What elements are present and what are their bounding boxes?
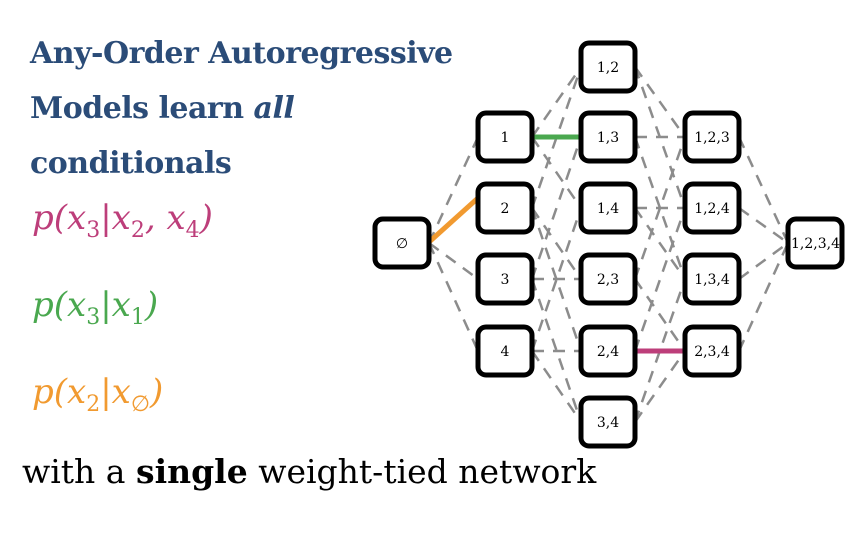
node-label: 3 bbox=[501, 272, 510, 288]
subset-node: 1 bbox=[475, 110, 535, 164]
node-label: ∅ bbox=[396, 236, 408, 252]
dashed-edge bbox=[633, 278, 687, 423]
node-label: 1,2,4 bbox=[694, 201, 730, 217]
subset-node: 1,3,4 bbox=[682, 252, 742, 306]
subset-node: 3,4 bbox=[578, 395, 638, 449]
node-box bbox=[578, 181, 638, 235]
node-box bbox=[475, 110, 535, 164]
node-label: 1,2,3,4 bbox=[791, 236, 840, 252]
node-label: 4 bbox=[501, 344, 510, 360]
dashed-edge bbox=[530, 66, 583, 138]
dashed-edge bbox=[633, 207, 687, 352]
title-line-1: Any-Order Autoregressive bbox=[30, 36, 453, 71]
title: Any-Order Autoregressive Models learn al… bbox=[30, 26, 453, 191]
dashed-edge bbox=[633, 136, 687, 280]
node-box bbox=[682, 181, 742, 235]
dashed-edge bbox=[633, 350, 687, 423]
node-label: 2 bbox=[501, 201, 510, 217]
subset-node: 2 bbox=[475, 181, 535, 235]
node-box bbox=[475, 181, 535, 235]
node-box bbox=[475, 324, 535, 378]
dashed-edge bbox=[633, 136, 687, 280]
node-box bbox=[682, 324, 742, 378]
dashed-edge bbox=[428, 241, 479, 281]
node-box bbox=[372, 216, 432, 270]
node-label: 2,3 bbox=[597, 272, 619, 288]
subset-node: 1,2,3,4 bbox=[785, 216, 845, 270]
formula-green: p(x3|x1) bbox=[32, 285, 159, 330]
dashed-edge bbox=[530, 207, 583, 352]
title-line-3: conditionals bbox=[30, 146, 232, 181]
dashed-edge bbox=[633, 66, 687, 138]
formula-orange: p(x2|x∅) bbox=[32, 372, 164, 417]
dashed-edge bbox=[530, 278, 583, 423]
node-box bbox=[475, 252, 535, 306]
dashed-edge bbox=[737, 136, 790, 244]
footer-caption: with a single weight-tied network bbox=[22, 452, 597, 491]
node-label: 2,4 bbox=[597, 344, 619, 360]
subset-node: 1,2,4 bbox=[682, 181, 742, 235]
node-box bbox=[785, 216, 845, 270]
subset-node: 1,4 bbox=[578, 181, 638, 235]
dashed-edge bbox=[530, 136, 583, 209]
node-box bbox=[578, 395, 638, 449]
node-label: 1,2 bbox=[597, 60, 619, 76]
dashed-edge bbox=[530, 136, 583, 280]
node-box bbox=[578, 324, 638, 378]
node-label: 2,3,4 bbox=[694, 344, 730, 360]
node-label: 1,3,4 bbox=[694, 272, 730, 288]
dashed-edge bbox=[530, 207, 583, 352]
node-label: 1 bbox=[501, 130, 510, 146]
node-box bbox=[578, 110, 638, 164]
node-box bbox=[682, 110, 742, 164]
highlighted-edge bbox=[426, 196, 480, 245]
subset-node: ∅ bbox=[372, 216, 432, 270]
subset-node: 2,4 bbox=[578, 324, 638, 378]
dashed-edge bbox=[738, 241, 789, 281]
dashed-edge bbox=[530, 350, 583, 423]
subset-node: 3 bbox=[475, 252, 535, 306]
subset-node: 2,3 bbox=[578, 252, 638, 306]
node-label: 1,4 bbox=[597, 201, 619, 217]
footer-bold: single bbox=[135, 452, 248, 491]
node-box bbox=[682, 252, 742, 306]
dashed-edge bbox=[738, 206, 789, 245]
node-label: 1,2,3 bbox=[694, 130, 730, 146]
formula-pink: p(x3|x2, x4) bbox=[32, 198, 213, 243]
subset-node: 1,2,3 bbox=[682, 110, 742, 164]
node-box bbox=[578, 252, 638, 306]
subset-node: 4 bbox=[475, 324, 535, 378]
node-label: 3,4 bbox=[597, 415, 619, 431]
subset-node: 1,3 bbox=[578, 110, 638, 164]
title-line-2-text: Models learn bbox=[30, 91, 254, 126]
title-line-2: Models learn all bbox=[30, 81, 453, 136]
subset-node: 1,2 bbox=[578, 40, 638, 94]
dashed-edge bbox=[633, 278, 687, 352]
node-label: 1,3 bbox=[597, 130, 619, 146]
dashed-edge bbox=[530, 207, 583, 280]
dashed-edge bbox=[427, 242, 480, 352]
dashed-edge bbox=[737, 242, 790, 352]
dashed-edge bbox=[633, 207, 687, 280]
subset-node: 2,3,4 bbox=[682, 324, 742, 378]
title-emphasis: all bbox=[253, 91, 295, 126]
dashed-edge bbox=[427, 136, 480, 244]
node-box bbox=[578, 40, 638, 94]
